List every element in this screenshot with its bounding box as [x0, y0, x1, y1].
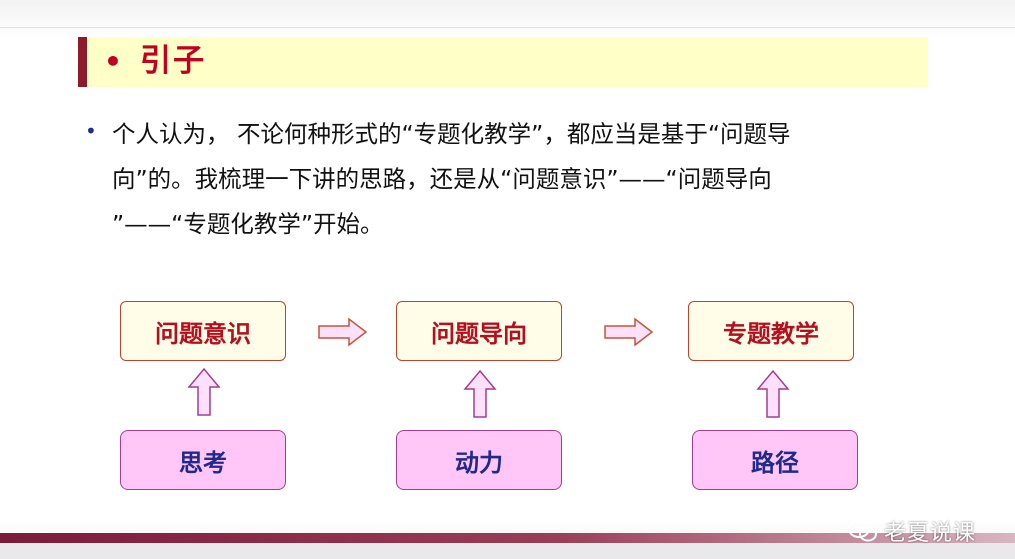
title-bullet: •	[104, 45, 122, 78]
box-problem-orientation: 问题导向	[396, 301, 562, 361]
up-arrow-icon	[463, 369, 497, 418]
box-motivation: 动力	[396, 430, 562, 490]
title-accent	[78, 37, 87, 87]
body-line-3: ”——“专题化教学”开始。	[112, 210, 384, 238]
top-divider	[0, 27, 1015, 28]
body-line-2: 向”的。我梳理一下讲的思路，还是从“问题意识”——“问题导向	[112, 165, 772, 193]
box-thinking: 思考	[120, 430, 286, 490]
wechat-icon	[848, 520, 877, 542]
footer-bar	[0, 533, 1015, 543]
up-arrow-icon	[756, 369, 790, 418]
watermark-text: 老夏说课	[884, 521, 977, 546]
body-line-1: 个人认为， 不论何种形式的“专题化教学”，都应当是基于“问题导	[112, 120, 791, 148]
right-arrow-icon	[604, 317, 654, 347]
right-arrow-icon	[318, 317, 368, 347]
body-paragraph: 个人认为， 不论何种形式的“专题化教学”，都应当是基于“问题导 向”的。我梳理一…	[112, 112, 922, 247]
body-bullet: •	[85, 119, 97, 143]
watermark: 老夏说课	[848, 518, 977, 546]
up-arrow-icon	[187, 367, 221, 416]
box-topic-teaching: 专题教学	[688, 301, 854, 361]
box-problem-awareness: 问题意识	[120, 301, 286, 361]
box-path: 路径	[692, 430, 858, 490]
slide-title: 引子	[140, 43, 206, 79]
title-bar	[78, 37, 928, 87]
footer-strip	[0, 543, 1015, 559]
